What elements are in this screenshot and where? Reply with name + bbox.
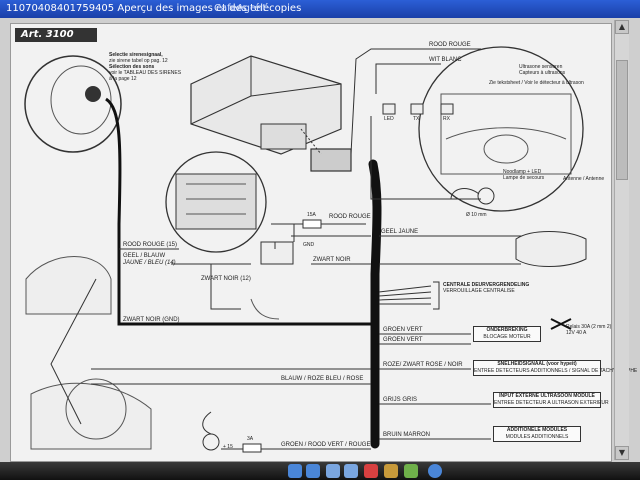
delete-icon[interactable] [364,464,378,478]
rood-rouge-top-label: ROOD ROUGE [429,42,471,48]
zoom-out-icon[interactable] [344,464,358,478]
dashboard-detail-drawing [418,46,584,212]
fuse-3a-label: 3A [247,436,254,442]
car-rear-drawing [25,256,112,315]
fuse-15a-label: 15A [307,212,316,218]
battery-drawing [260,241,294,265]
selectie-line: Selectie sirenesignaal, [109,52,163,58]
vertical-scrollbar[interactable]: ▲ ▼ [614,20,629,460]
input-ext-line: INPUT EXTERNE ULTRASOON MODULE [499,393,595,399]
viewer-toolbar [0,462,640,480]
input-ext-line: ENTREE DETECTEUR A ULTRASON EXTERIEUR [494,400,609,406]
info-icon[interactable] [428,464,442,478]
scroll-up-icon[interactable]: ▲ [615,20,629,34]
geel-blauw-line: JAUNE / BLEU (14) [123,260,176,266]
groen-rood-label: GROEN / ROOD VERT / ROUGE [281,442,371,448]
back-icon[interactable] [288,464,302,478]
window-title-id: 11070408401759405 [6,3,115,14]
harness-connector [310,148,352,172]
groen-vert-1-label: GROEN VERT [383,327,423,333]
ultrasone-line: Capteurs à ultrasons [519,70,566,76]
noodlamp-line: Lampe de secours [503,175,545,181]
viewer-area: Art. 3100 [0,18,640,462]
app-name: CafeAgent [214,3,267,14]
selectie-line: Sélection des sons [109,64,155,70]
aanvullende-line: MODULES ADDITIONNELS [505,434,569,440]
scroll-thumb[interactable] [616,60,628,180]
zoom-in-icon[interactable] [326,464,340,478]
relay-line: 12V 40 A [566,330,587,336]
ultrasone-label: Ultrasone sensoren Capteurs à ultrasons [519,64,565,76]
aanvullende-box: ADDITIONELE MODULES MODULES ADDITIONNELS [493,426,581,442]
window-title: 11070408401759405 Aperçu des images et d… [6,0,301,18]
main-harness-wire [368,159,382,449]
snelheid-line: SNELHEIDSIGNAAL (voor hypeit) [497,361,577,367]
tamper-label: Zie tekstsheet / Voir le détecteur à ult… [489,80,584,86]
noodlamp-label: Noodlamp + LED Lampe de secours [503,169,544,181]
window-title-suffix: Aperçu des images et des télécopies [117,3,302,14]
onderbreking-line: BLOCAGE MOTEUR [483,334,531,340]
wit-blanc-label: WIT BLANC [429,57,462,63]
gnd-label: GND [303,242,315,248]
rood-rouge-15-label: ROOD ROUGE (15) [123,242,178,248]
geel-blauw-line: GEEL / BLAUW [123,253,166,259]
centrale-label: CENTRALE DEURVERGRENDELING VERROUILLAGE … [443,282,529,294]
car-top-drawing [515,231,587,267]
connector-detail-drawing [165,151,267,253]
forward-icon[interactable] [306,464,320,478]
selectie-line: voir le TABLEAU DES SIRENES [109,70,182,76]
bruin-label: BRUIN MARRON [383,432,431,438]
wiring-diagram: Art. 3100 [10,23,638,462]
zwart-noir-label: ZWART NOIR [313,257,351,263]
zwart-noir-12-label: ZWART NOIR (12) [201,276,251,282]
onderbreking-line: ONDERBREKING [486,327,528,333]
plus15-label: + 15 [223,444,233,450]
size-label: Ø 10 mm [466,212,487,218]
centrale-line: VERROUILLAGE CENTRALISE [443,288,515,294]
diagram-drawing [24,46,587,453]
selectie-line: zie sirene tabel op pag. 12 [109,58,168,64]
print-icon[interactable] [384,464,398,478]
rood-rouge-mid-label: ROOD ROUGE [329,214,371,220]
tx-label: TX [413,116,420,122]
snelheid-box: SNELHEIDSIGNAAL (voor hypeit) ENTREE DET… [473,360,638,376]
relay-label: Relais 30A (2 mm 2) 12V 40 A [566,324,611,336]
door-drawing [30,382,152,450]
selectie-label: Selectie sirenesignaal, zie sirene tabel… [109,52,181,82]
relay-line: Relais 30A (2 mm 2) [566,324,612,330]
title-bar[interactable]: 11070408401759405 Aperçu des images et d… [0,0,640,18]
zwart-noir-gnd-label: ZWART NOIR (GND) [123,317,180,323]
ultrasone-line: Ultrasone sensoren [519,64,563,70]
geel-jaune-label: GEEL JAUNE [381,229,419,235]
rx-label: RX [443,116,450,122]
article-label: Art. 3100 [15,28,97,42]
scroll-down-icon[interactable]: ▼ [615,446,629,460]
groen-vert-2-label: GROEN VERT [383,337,423,343]
blauw-roze-label: BLAUW / ROZE BLEU / ROSE [281,376,364,382]
aanvullende-line: ADDITIONELE MODULES [506,427,568,433]
selectie-line: à la page 12 [109,76,137,82]
input-ext-box: INPUT EXTERNE ULTRASOON MODULE ENTREE DE… [493,392,609,408]
noodlamp-line: Noodlamp + LED [503,169,542,175]
snelheid-line: ENTREE DETECTEURS ADDITIONNELS / SIGNAL … [474,368,638,374]
rozi-zwart-label: ROZE/ ZWART ROSE / NOIR [383,362,463,368]
grijs-gris-label: GRIJS GRIS [383,397,418,403]
centrale-line: CENTRALE DEURVERGRENDELING [443,282,530,288]
save-icon[interactable] [404,464,418,478]
antenne-label: Antenne / Antenne [563,176,605,182]
siren-drawing [24,55,122,153]
geel-blauw-label: GEEL / BLAUW JAUNE / BLEU (14) [123,253,176,267]
led-label: LED [384,116,394,122]
onderbreking-box: ONDERBREKING BLOCAGE MOTEUR [473,326,541,342]
